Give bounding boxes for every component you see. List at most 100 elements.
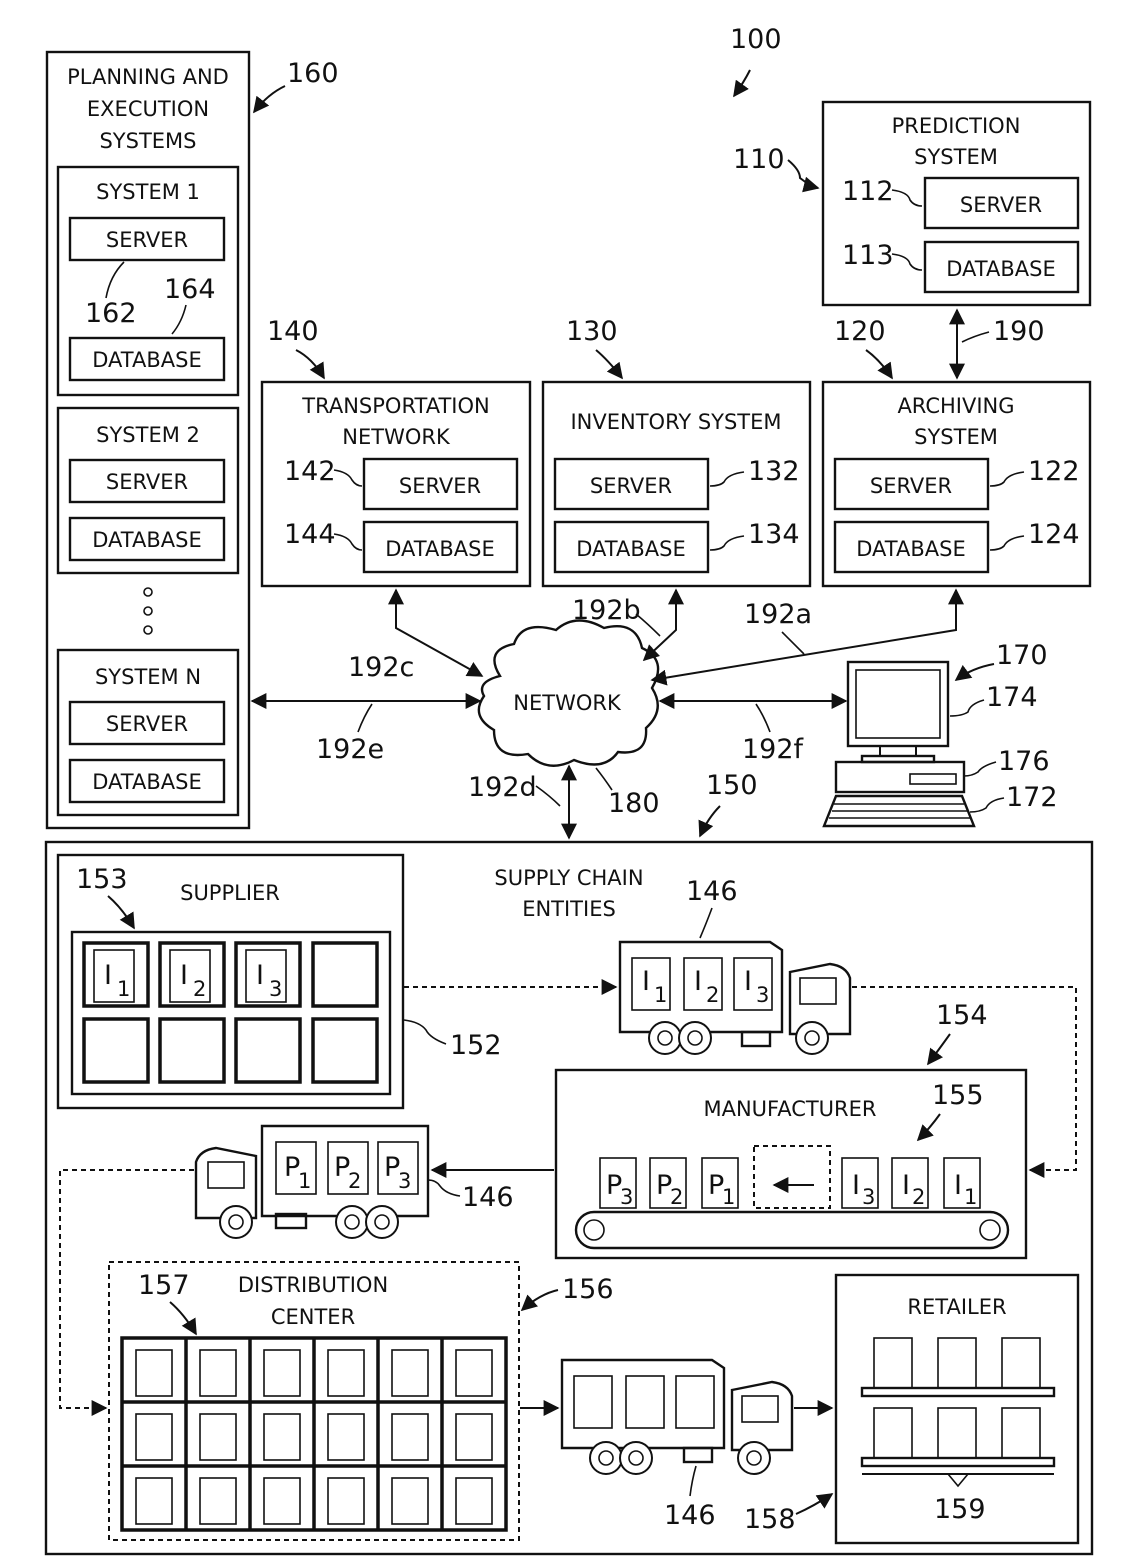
supplier-item-1-sub: 1 bbox=[117, 977, 130, 1001]
manu-input-1: I bbox=[852, 1170, 860, 1201]
link-192d-ref: 192d bbox=[468, 772, 537, 803]
network-cloud: NETWORK bbox=[479, 620, 658, 765]
supplier-grid-ref-arrow bbox=[108, 896, 134, 928]
archiving-db-ref: 124 bbox=[1028, 519, 1080, 550]
archiving-title-line1: ARCHIVING bbox=[897, 394, 1014, 418]
transport-server-ref: 142 bbox=[284, 456, 336, 487]
inventory-server-ref: 132 bbox=[748, 456, 800, 487]
truck1-item-3-sub: 3 bbox=[756, 983, 769, 1007]
truck1-item-1-sub: 1 bbox=[654, 983, 667, 1007]
db-ref-leader bbox=[172, 305, 186, 334]
supplier-ref: 152 bbox=[450, 1030, 502, 1061]
supplier-item-3-sub: 3 bbox=[269, 977, 282, 1001]
distribution-grid-ref: 157 bbox=[138, 1270, 190, 1301]
system-2: SYSTEM 2 SERVER DATABASE bbox=[58, 408, 238, 573]
monitor-ref-leader bbox=[950, 700, 984, 716]
truck1-ref-leader bbox=[700, 908, 712, 938]
archiving-database: DATABASE bbox=[856, 537, 965, 561]
ellipsis-dots bbox=[144, 588, 152, 634]
link-190-ref: 190 bbox=[993, 316, 1045, 347]
prediction-server-leader bbox=[892, 190, 922, 206]
distribution-ref: 156 bbox=[562, 1274, 614, 1305]
link-192a-ref: 192a bbox=[744, 599, 812, 630]
manu-input-2-sub: 2 bbox=[912, 1185, 925, 1209]
retailer-title: RETAILER bbox=[907, 1295, 1006, 1319]
system-n-database: DATABASE bbox=[92, 770, 201, 794]
retailer-shelves bbox=[862, 1338, 1054, 1486]
retailer-ref-arrow bbox=[796, 1494, 832, 1514]
prediction-database: DATABASE bbox=[946, 257, 1055, 281]
keyboard bbox=[824, 796, 974, 826]
transport-server: SERVER bbox=[399, 474, 481, 498]
manu-input-3-sub: 1 bbox=[964, 1185, 977, 1209]
prediction-server: SERVER bbox=[960, 193, 1042, 217]
supply-chain-ref: 150 bbox=[706, 770, 758, 801]
link-192f-leader bbox=[756, 704, 770, 732]
transport-db-ref: 144 bbox=[284, 519, 336, 550]
link-190-leader bbox=[962, 332, 989, 342]
archiving-system: ARCHIVING SYSTEM SERVER DATABASE 122 124 bbox=[823, 382, 1090, 586]
archiving-server-ref: 122 bbox=[1028, 456, 1080, 487]
keyboard-ref-leader bbox=[970, 798, 1004, 812]
system-1-title: SYSTEM 1 bbox=[96, 180, 200, 204]
monitor-ref: 174 bbox=[986, 682, 1038, 713]
planning-ref-arrow bbox=[254, 86, 285, 112]
server-ref-leader bbox=[106, 262, 124, 298]
distribution-ref-arrow bbox=[522, 1290, 558, 1310]
computer-terminal bbox=[824, 662, 974, 826]
drive-ref: 176 bbox=[998, 746, 1050, 777]
system-1-server-ref: 162 bbox=[85, 298, 137, 329]
truck1-item-3: I bbox=[744, 966, 752, 997]
transport-db-leader bbox=[334, 534, 362, 550]
planning-execution-systems: PLANNING AND EXECUTION SYSTEMS 160 SYSTE… bbox=[47, 52, 339, 828]
truck1-item-1: I bbox=[642, 966, 650, 997]
truck2-product-1-sub: 1 bbox=[298, 1169, 311, 1193]
network-ref: 180 bbox=[608, 788, 660, 819]
keyboard-ref: 172 bbox=[1006, 782, 1058, 813]
truck2-product-3-sub: 3 bbox=[398, 1169, 411, 1193]
truck1-item-2-sub: 2 bbox=[706, 983, 719, 1007]
system-2-title: SYSTEM 2 bbox=[96, 423, 200, 447]
distribution-title-line2: CENTER bbox=[271, 1305, 355, 1329]
transport-title-line2: NETWORK bbox=[342, 425, 451, 449]
inventory-server: SERVER bbox=[590, 474, 672, 498]
link-192d-leader bbox=[536, 786, 560, 806]
supplier-item-1: I bbox=[104, 960, 112, 991]
prediction-db-ref: 113 bbox=[842, 240, 894, 271]
manu-input-1-sub: 3 bbox=[862, 1185, 875, 1209]
transport-server-leader bbox=[334, 470, 362, 486]
prediction-server-ref: 112 bbox=[842, 176, 894, 207]
truck2-ref: 146 bbox=[462, 1182, 514, 1213]
prediction-title-line1: PREDICTION bbox=[892, 114, 1021, 138]
archiving-ref: 120 bbox=[834, 316, 886, 347]
inventory-database: DATABASE bbox=[576, 537, 685, 561]
distribution-grid-ref-arrow bbox=[170, 1302, 196, 1334]
supplier-grid-ref: 153 bbox=[76, 864, 128, 895]
drive-unit bbox=[836, 762, 964, 792]
manu-product-3-sub: 1 bbox=[722, 1185, 735, 1209]
prediction-system: PREDICTION SYSTEM SERVER DATABASE 110 11… bbox=[733, 102, 1090, 305]
supplier-item-2-sub: 2 bbox=[193, 977, 206, 1001]
manufacturer-title: MANUFACTURER bbox=[703, 1097, 876, 1121]
transport-ref-arrow bbox=[296, 350, 324, 378]
prediction-db-leader bbox=[892, 254, 922, 270]
truck1-item-2: I bbox=[694, 966, 702, 997]
link-192f-ref: 192f bbox=[742, 734, 805, 765]
planning-ref: 160 bbox=[287, 58, 339, 89]
manufacturer-ref-arrow bbox=[928, 1034, 950, 1064]
conveyor bbox=[576, 1146, 1008, 1248]
truck-distribution-retailer bbox=[562, 1360, 792, 1474]
manufacturer-ref: 154 bbox=[936, 1000, 988, 1031]
system-1-server: SERVER bbox=[106, 228, 188, 252]
computer-ref: 170 bbox=[996, 640, 1048, 671]
inventory-system: INVENTORY SYSTEM SERVER DATABASE 132 134 bbox=[543, 382, 810, 586]
system-1: SYSTEM 1 SERVER DATABASE 162 164 bbox=[58, 167, 238, 395]
inventory-db-ref: 134 bbox=[748, 519, 800, 550]
archiving-server: SERVER bbox=[870, 474, 952, 498]
supplier-item-3: I bbox=[256, 960, 264, 991]
inventory-db-leader bbox=[710, 536, 744, 550]
supply-chain-ref-arrow bbox=[700, 806, 720, 836]
prediction-ref: 110 bbox=[733, 144, 785, 175]
archiving-db-leader bbox=[990, 536, 1024, 550]
planning-title-line1: PLANNING AND bbox=[67, 65, 229, 89]
